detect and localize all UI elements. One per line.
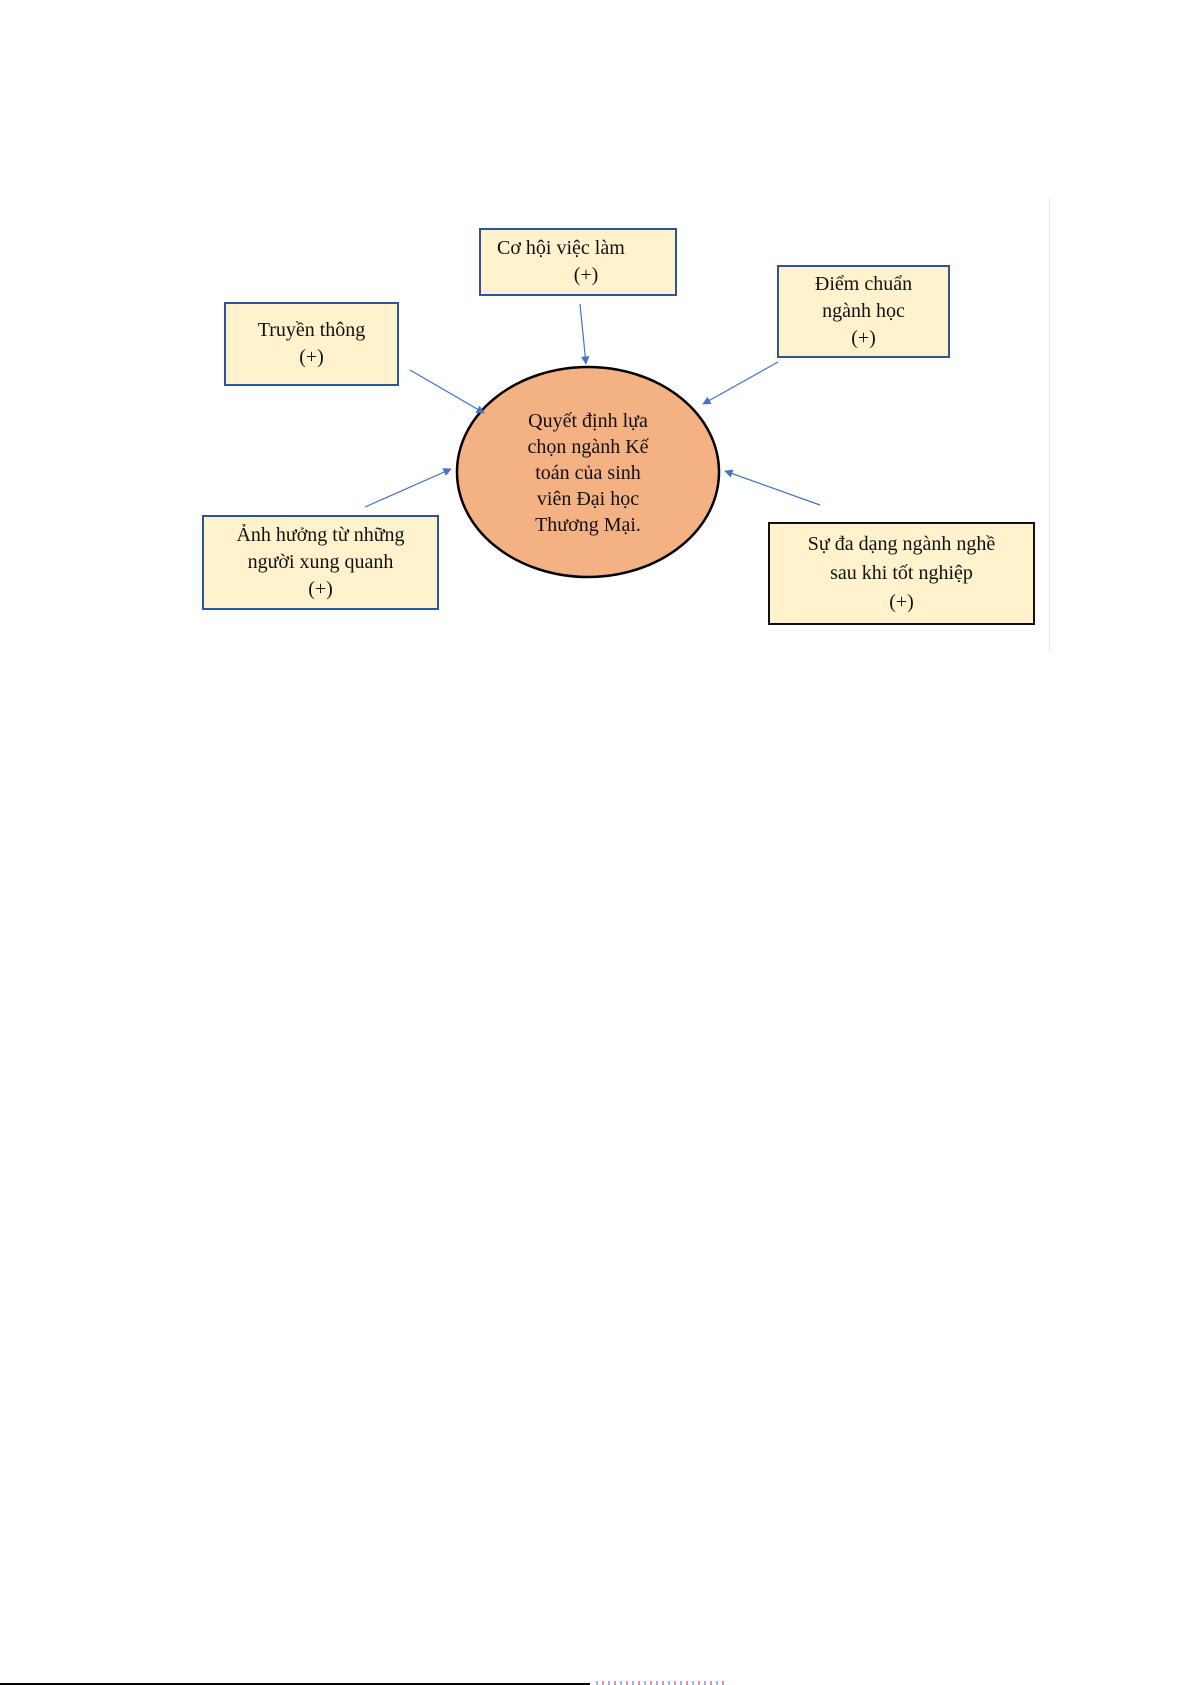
factor-box-co-hoi-viec-lam: Cơ hội việc làm (+) — [479, 228, 677, 296]
factor-label: Sự đa dạng ngành nghề — [808, 530, 995, 559]
factor-sign: (+) — [851, 325, 876, 352]
factor-sign: (+) — [299, 344, 324, 371]
factor-sign: (+) — [308, 576, 333, 603]
factor-label: sau khi tốt nghiệp — [830, 559, 973, 588]
factor-label: ngành học — [822, 298, 905, 325]
factor-box-anh-huong: Ảnh hưởng từ những người xung quanh (+) — [202, 515, 439, 610]
decision-label-line: Quyết định lựa — [490, 408, 686, 434]
decision-label-line: toán của sinh — [490, 460, 686, 486]
factor-label: Điểm chuẩn — [815, 271, 912, 298]
factor-box-truyen-thong: Truyền thông (+) — [224, 302, 399, 386]
decision-label: Quyết định lựa chọn ngành Kế toán của si… — [490, 408, 686, 538]
footer-clipped-text — [596, 1681, 726, 1685]
arrow-co-hoi-viec-lam — [580, 304, 586, 364]
factor-label: người xung quanh — [248, 549, 394, 576]
factor-label: Cơ hội việc làm — [497, 235, 625, 262]
factor-label: Ảnh hưởng từ những — [236, 522, 404, 549]
factor-label: Truyền thông — [258, 317, 366, 344]
decision-label-line: Thương Mại. — [490, 512, 686, 538]
image-border — [1049, 199, 1050, 652]
arrow-anh-huong — [365, 469, 451, 507]
decision-label-line: viên Đại học — [490, 486, 686, 512]
factor-sign: (+) — [574, 262, 599, 289]
arrow-truyen-thong — [410, 370, 484, 413]
factor-box-diem-chuan: Điểm chuẩn ngành học (+) — [777, 265, 950, 358]
factor-box-su-da-dang: Sự đa dạng ngành nghề sau khi tốt nghiệp… — [768, 522, 1035, 625]
arrow-diem-chuan — [703, 362, 778, 404]
factor-sign: (+) — [889, 588, 914, 617]
arrow-su-da-dang — [725, 471, 820, 505]
decision-label-line: chọn ngành Kế — [490, 434, 686, 460]
